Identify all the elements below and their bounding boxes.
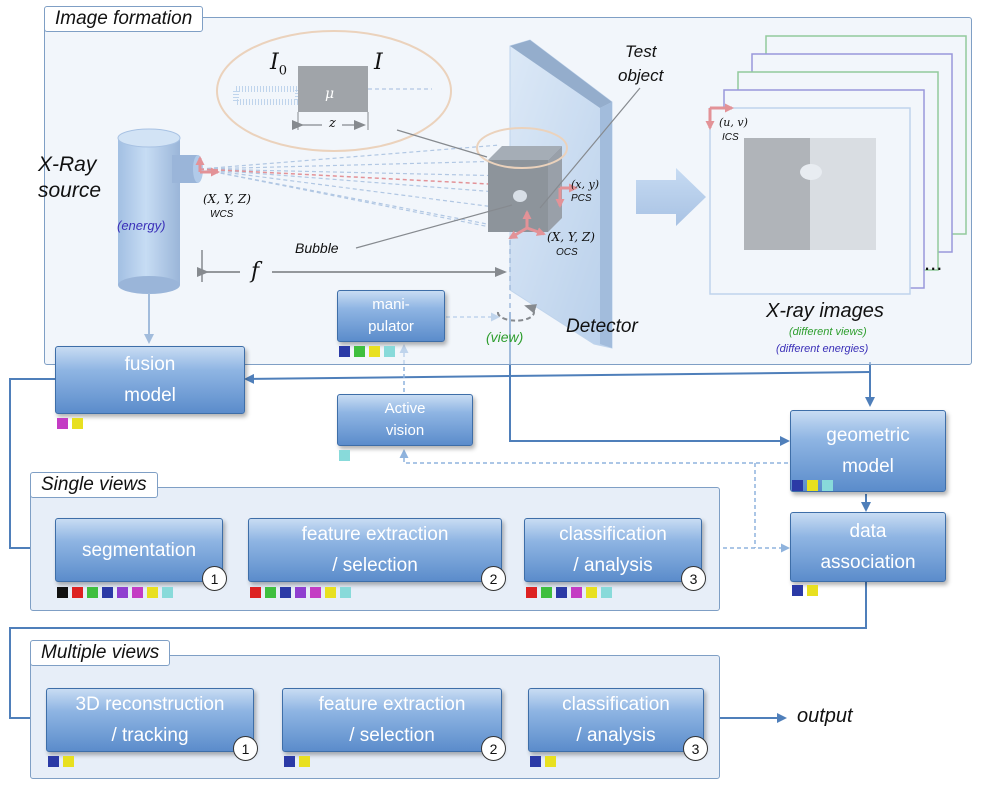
color-swatch: [147, 587, 158, 598]
pcs-label: PCS: [571, 193, 592, 204]
color-swatch: [310, 587, 321, 598]
color-swatch: [556, 587, 567, 598]
attenuation-label: μ: [325, 86, 335, 102]
color-swatch: [284, 756, 295, 767]
reconstruction-swatches: [48, 756, 74, 767]
color-swatch: [369, 346, 380, 357]
color-swatch: [807, 480, 818, 491]
color-swatch: [339, 346, 350, 357]
fusion-swatches: [57, 418, 83, 429]
color-swatch: [545, 756, 556, 767]
intensity-initial-label: I0: [270, 50, 287, 78]
step-number: 1: [233, 736, 258, 761]
detector-label: Detector: [566, 316, 638, 337]
focal-length-label: f: [251, 259, 260, 284]
manipulator-box: mani- pulator: [337, 290, 445, 342]
color-swatch: [339, 450, 350, 461]
multiple-views-title: Multiple views: [30, 640, 171, 666]
color-swatch: [299, 756, 310, 767]
image-formation-panel: [44, 17, 972, 365]
color-swatch: [792, 585, 803, 596]
color-swatch: [102, 587, 113, 598]
output-label: output: [797, 705, 853, 727]
geometric-model-box: geometric model: [790, 410, 946, 492]
color-swatch: [541, 587, 552, 598]
active-vision-box: Active vision: [337, 394, 473, 446]
multi-feature-swatches: [284, 756, 310, 767]
color-swatch: [340, 587, 351, 598]
color-swatch: [807, 585, 818, 596]
segmentation-swatches: [57, 587, 173, 598]
image-formation-title: Image formation: [44, 6, 204, 32]
color-swatch: [57, 587, 68, 598]
color-swatch: [72, 418, 83, 429]
color-swatch: [586, 587, 597, 598]
color-swatch: [162, 587, 173, 598]
different-views-label: (different views): [789, 326, 867, 338]
active-vision-swatches: [339, 450, 350, 461]
color-swatch: [63, 756, 74, 767]
color-swatch: [530, 756, 541, 767]
pcs-coordinates: (x, y): [571, 178, 599, 191]
color-swatch: [117, 587, 128, 598]
step-number: 3: [681, 566, 706, 591]
color-swatch: [792, 480, 803, 491]
color-swatch: [57, 418, 68, 429]
color-swatch: [325, 587, 336, 598]
wcs-coordinates: (X, Y, Z): [203, 192, 251, 206]
bubble-label: Bubble: [295, 240, 339, 256]
color-swatch: [384, 346, 395, 357]
step-number: 1: [202, 566, 227, 591]
ics-label: ICS: [722, 132, 739, 143]
ocs-coordinates: (X, Y, Z): [547, 230, 595, 244]
energy-label: (energy): [117, 218, 166, 233]
wcs-label: WCS: [210, 209, 234, 220]
color-swatch: [132, 587, 143, 598]
multi-feature-extraction-box: feature extraction / selection: [282, 688, 502, 752]
color-swatch: [72, 587, 83, 598]
color-swatch: [822, 480, 833, 491]
xray-source-label: X-Ray source: [38, 153, 102, 202]
color-swatch: [265, 587, 276, 598]
test-object-label: Test object: [618, 42, 664, 85]
color-swatch: [571, 587, 582, 598]
xray-images-label: X-ray images: [766, 300, 884, 322]
step-number: 3: [683, 736, 708, 761]
manipulator-swatches: [339, 346, 395, 357]
single-classification-box: classification / analysis: [524, 518, 702, 582]
view-label: (view): [486, 329, 524, 345]
reconstruction-tracking-box: 3D reconstruction / tracking: [46, 688, 254, 752]
multi-classification-swatches: [530, 756, 556, 767]
step-number: 2: [481, 566, 506, 591]
single-views-title: Single views: [30, 472, 158, 498]
single-feature-swatches: [250, 587, 351, 598]
data-association-swatches: [792, 585, 818, 596]
segmentation-box: segmentation: [55, 518, 223, 582]
color-swatch: [295, 587, 306, 598]
color-swatch: [601, 587, 612, 598]
color-swatch: [48, 756, 59, 767]
color-swatch: [87, 587, 98, 598]
multi-classification-box: classification / analysis: [528, 688, 704, 752]
intensity-subscript: 0: [278, 63, 287, 79]
color-swatch: [250, 587, 261, 598]
intensity-symbol: I: [270, 50, 279, 75]
ocs-label: OCS: [556, 247, 578, 258]
fusion-model-box: fusion model: [55, 346, 245, 414]
step-number: 2: [481, 736, 506, 761]
geometric-swatches: [792, 480, 833, 491]
single-classification-swatches: [526, 587, 612, 598]
color-swatch: [280, 587, 291, 598]
ics-coordinates: (u, v): [719, 116, 748, 129]
color-swatch: [354, 346, 365, 357]
single-feature-extraction-box: feature extraction / selection: [248, 518, 502, 582]
intensity-final-label: I: [374, 50, 383, 75]
stack-ellipsis: ...: [924, 250, 943, 275]
data-association-box: data association: [790, 512, 946, 582]
thickness-label: z: [329, 116, 336, 131]
color-swatch: [526, 587, 537, 598]
different-energies-label: (different energies): [776, 343, 869, 355]
